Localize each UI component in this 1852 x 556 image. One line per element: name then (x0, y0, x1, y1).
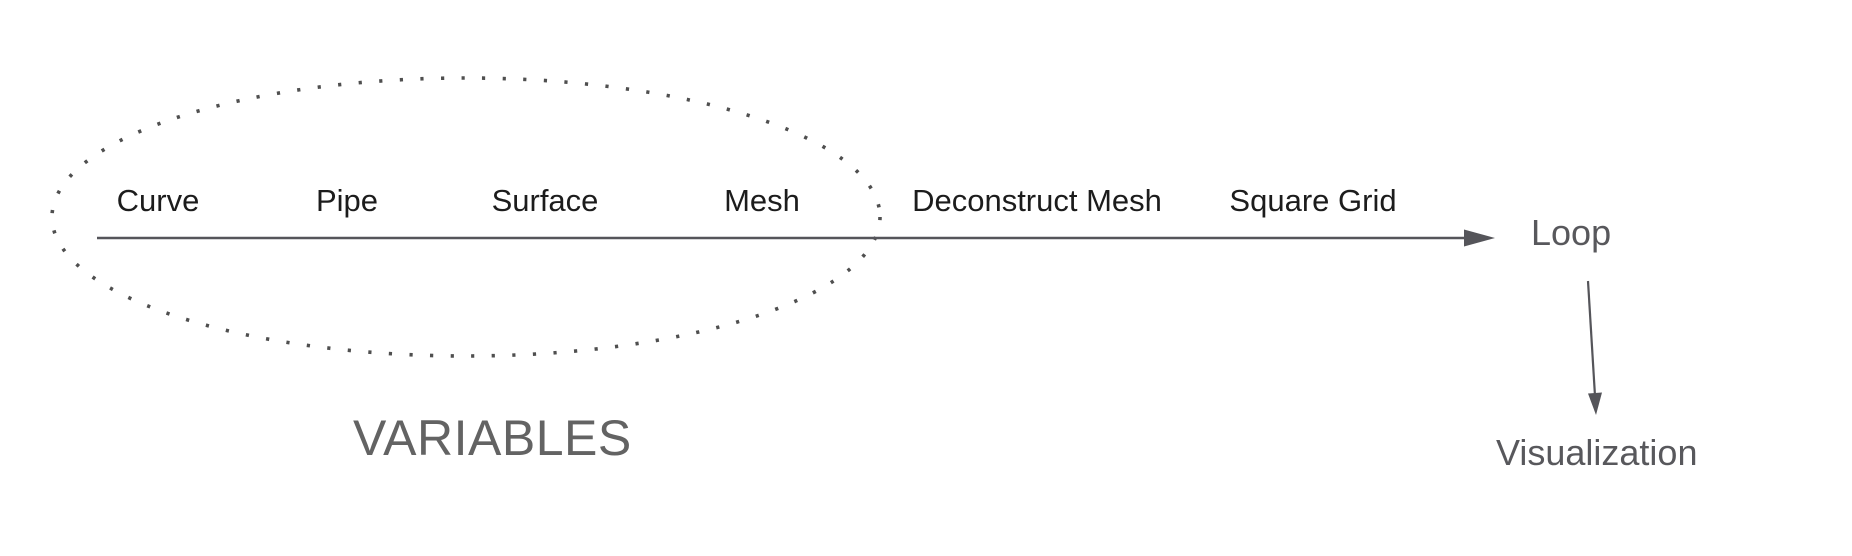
node-label-curve: Curve (116, 183, 200, 218)
flow-arrow-head (1464, 229, 1495, 247)
node-label-deconstruct-mesh: Deconstruct Mesh (912, 183, 1162, 218)
node-label-loop: Loop (1531, 212, 1612, 253)
loop-to-visualization-arrow-line (1586, 280, 1597, 397)
variables-group-ellipse (50, 76, 882, 358)
loop-to-visualization-arrow-head (1588, 392, 1602, 415)
variables-group-caption: VARIABLES (353, 410, 632, 466)
node-label-square-grid: Square Grid (1229, 183, 1397, 218)
node-label-mesh: Mesh (724, 183, 800, 218)
node-label-surface: Surface (491, 183, 599, 218)
node-label-pipe: Pipe (315, 183, 379, 218)
node-label-visualization: Visualization (1496, 432, 1698, 473)
